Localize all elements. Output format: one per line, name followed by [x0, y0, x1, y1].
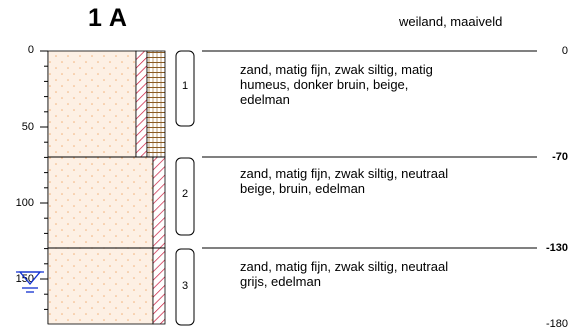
layer-2-desc-line: zand, matig fijn, zwak siltig, neutraal	[240, 166, 449, 181]
layer-number-boxes	[175, 50, 195, 326]
depth-label-0: 0	[561, 45, 568, 57]
layer-1-humus-strip	[146, 50, 166, 158]
layer-2-desc-line: beige, bruin, edelman	[240, 181, 366, 196]
y-tick-label-150: 150	[15, 273, 34, 285]
layer-3-number: 3	[181, 280, 189, 292]
layer-1-desc-line: zand, matig fijn, zwak siltig, matig	[240, 62, 433, 77]
layer-1-desc-line: edelman	[240, 92, 290, 107]
layer-2-silt-hatch	[152, 156, 166, 249]
layer-2-number: 2	[181, 188, 189, 200]
borehole-title: 1 A	[88, 4, 128, 32]
depth-label-180: -180	[545, 318, 568, 330]
layer-1-silt-hatch	[135, 50, 148, 158]
layer-3-description: zand, matig fijn, zwak siltig, neutraal …	[240, 259, 540, 289]
layer-2-sand	[47, 156, 154, 249]
depth-axis	[40, 50, 49, 324]
layer-1-desc-line: humeus, donker bruin, beige,	[240, 77, 409, 92]
depth-label-70: -70	[552, 151, 568, 163]
depth-label-130: -130	[545, 242, 568, 254]
boundary-lines	[48, 50, 537, 249]
layer-3-desc-line: zand, matig fijn, zwak siltig, neutraal	[240, 259, 449, 274]
layer-1-number: 1	[181, 80, 189, 92]
layer-3-desc-line: grijs, edelman	[240, 274, 321, 289]
layer-1-sand	[47, 50, 137, 158]
y-tick-label-50: 50	[21, 121, 34, 133]
location-subtitle: weiland, maaiveld	[399, 14, 503, 29]
layer-1-description: zand, matig fijn, zwak siltig, matig hum…	[240, 62, 540, 107]
y-tick-label-0: 0	[27, 44, 34, 56]
groundwater-symbol	[16, 271, 44, 293]
y-tick-label-100: 100	[15, 197, 34, 209]
layer-2-box	[175, 157, 195, 236]
layer-2-description: zand, matig fijn, zwak siltig, neutraal …	[240, 166, 540, 196]
layer-3-box	[175, 248, 195, 326]
layer-1-box	[175, 50, 195, 127]
layer-3-silt-hatch	[152, 247, 166, 325]
layer-3-sand	[47, 247, 154, 325]
soil-column	[47, 50, 166, 325]
